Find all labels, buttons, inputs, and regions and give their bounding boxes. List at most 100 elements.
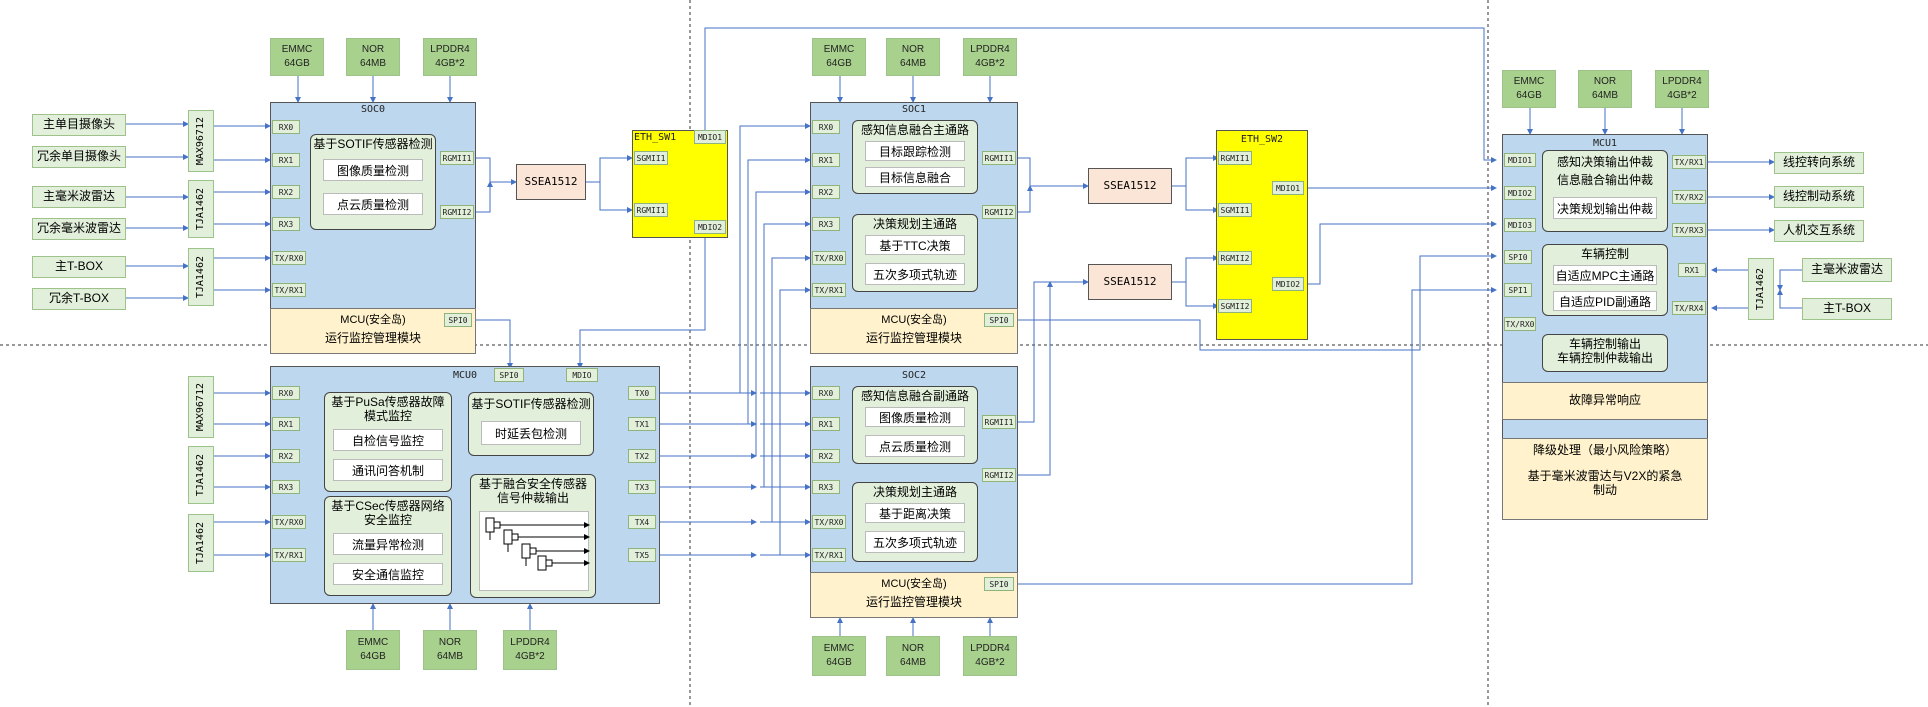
chip-tja1462-top-2: TJA1462: [188, 248, 214, 306]
soc1-nor: NOR 64MB: [886, 38, 940, 76]
chip-tja1462-top-1: TJA1462: [188, 180, 214, 238]
safety-text: 运行监控管理模块: [865, 595, 962, 609]
module-item: 五次多项式轨迹: [865, 263, 965, 285]
safety-text: 运行监控管理模块: [865, 331, 962, 345]
mcu1-port-txrx1: TX/RX1: [1672, 155, 1706, 169]
mcu0-port-rx3: RX3: [272, 480, 300, 494]
mcu0-port-tx2: TX2: [628, 449, 656, 463]
chip-label: MAX96712: [195, 382, 207, 432]
soc2-port-spi0: SPI0: [984, 577, 1014, 591]
right-input-tbox: 主T-BOX: [1802, 298, 1892, 320]
module-item: 目标信息融合: [865, 167, 965, 187]
sensor-redundant-camera: 冗余单目摄像头: [32, 146, 126, 168]
module-item: 时延丢包检测: [481, 421, 581, 445]
ssea1512-mid-bottom: SSEA1512: [1088, 264, 1172, 300]
soc2-safety-island: MCU(安全岛) 运行监控管理模块: [810, 572, 1018, 618]
mcu1-port-mdio1: MDIO1: [1504, 153, 1536, 167]
soc2-nor: NOR 64MB: [886, 636, 940, 676]
module-item: 决策规划输出仲裁: [1553, 197, 1657, 219]
mcu0-port-rx2: RX2: [272, 449, 300, 463]
soc1-port-rgmii2: RGMII2: [982, 205, 1016, 219]
mcu1-port-mdio2: MDIO2: [1504, 186, 1536, 200]
chip-tja1462-bottom-2: TJA1462: [188, 514, 214, 572]
soc1-title: SOC1: [901, 104, 927, 115]
soc0-lpddr: LPDDR4 4GB*2: [423, 38, 477, 76]
eth-sw2-port-rgmii2: RGMII2: [1218, 251, 1252, 265]
soc1-safety-island: MCU(安全岛) 运行监控管理模块: [810, 308, 1018, 354]
chip-label: TJA1462: [195, 255, 207, 299]
mcu0-lpddr: LPDDR4 4GB*2: [503, 630, 557, 670]
mcu1-lpddr: LPDDR4 4GB*2: [1655, 70, 1709, 108]
mcu1-port-spi1: SPI1: [1504, 283, 1532, 297]
output-braking: 线控制动系统: [1774, 186, 1864, 208]
soc2-port-rx2: RX2: [812, 449, 840, 463]
module-item: 车辆控制输出: [1568, 337, 1641, 351]
eth-sw1-port-mdio2: MDIO2: [694, 220, 726, 234]
soc0-port-rx1: RX1: [272, 153, 300, 167]
eth-sw1-port-mdio1: MDIO1: [694, 130, 726, 144]
mcu1-emmc: EMMC 64GB: [1502, 70, 1556, 108]
mcu0-port-rx1: RX1: [272, 417, 300, 431]
soc2-port-rgmii2: RGMII2: [982, 468, 1016, 482]
chip-label: TJA1462: [195, 521, 207, 565]
module-item: 点云质量检测: [323, 193, 423, 215]
soc1-decision-module: 决策规划主通路 基于TTC决策 五次多项式轨迹: [852, 214, 978, 292]
soc2-port-rx3: RX3: [812, 480, 840, 494]
mcu1-port-txrx0: TX/RX0: [1504, 317, 1536, 331]
module-title: 感知信息融合副通路: [860, 389, 969, 403]
module-title: 基于SOTIF传感器检测: [471, 397, 591, 411]
safety-text: 运行监控管理模块: [324, 331, 421, 345]
mcu1-fault-response: 故障异常响应: [1502, 382, 1708, 420]
module-item: 基于距离决策: [865, 503, 965, 523]
mcu1-port-txrx4: TX/RX4: [1672, 301, 1706, 315]
module-item: 安全通信监控: [333, 563, 443, 585]
mcu0-port-mdio: MDIO: [566, 368, 598, 382]
module-title: 基于PuSa传感器故障模式监控: [331, 395, 445, 423]
soc1-port-rx0: RX0: [812, 120, 840, 134]
safety-title: MCU(安全岛): [340, 314, 406, 326]
module-item: 车辆控制仲裁输出: [1556, 351, 1653, 365]
soc0-port-rx3: RX3: [272, 217, 300, 231]
mcu0-csec-module: 基于CSec传感器网络安全监控 流量异常检测 安全通信监控: [324, 496, 452, 596]
module-item: 自适应PID副通路: [1553, 291, 1657, 311]
eth-sw2-title: ETH_SW2: [1240, 134, 1284, 145]
module-item: 自检信号监控: [333, 429, 443, 451]
module-title: 感知信息融合主通路: [860, 123, 969, 137]
mcu0-sotif-module: 基于SOTIF传感器检测 时延丢包检测: [468, 392, 594, 456]
module-item: 流量异常检测: [333, 533, 443, 555]
mcu1-port-txrx3: TX/RX3: [1672, 223, 1706, 237]
module-item: 图像质量检测: [865, 407, 965, 427]
eth-sw2-port-mdio2: MDIO2: [1272, 277, 1304, 291]
eth-sw2-port-sgmii2: SGMII2: [1218, 299, 1252, 313]
soc0-safety-island: MCU(安全岛) 运行监控管理模块: [270, 308, 476, 354]
mcu0-port-txrx1: TX/RX1: [272, 548, 306, 562]
soc0-port-spi0: SPI0: [444, 313, 472, 327]
arbitration-diagram-icon: [479, 511, 590, 591]
module-item: 感知决策输出仲裁: [1556, 155, 1653, 169]
sensor-main-tbox: 主T-BOX: [32, 256, 126, 278]
module-title: 决策规划主通路: [872, 217, 957, 231]
soc0-port-rgmii2: RGMII2: [440, 205, 474, 219]
soc2-emmc: EMMC 64GB: [812, 636, 866, 676]
mcu0-port-txrx0: TX/RX0: [272, 515, 306, 529]
mcu1-arbitration-module: 感知决策输出仲裁 信息融合输出仲裁 决策规划输出仲裁: [1542, 150, 1668, 232]
chip-label: TJA1462: [1755, 267, 1767, 311]
mcu0-port-tx3: TX3: [628, 480, 656, 494]
soc0-port-rx0: RX0: [272, 120, 300, 134]
eth-sw2-port-mdio1: MDIO1: [1272, 181, 1304, 195]
safety-title: MCU(安全岛): [881, 578, 947, 590]
chip-max96712-top: MAX96712: [188, 110, 214, 172]
soc2-lpddr: LPDDR4 4GB*2: [963, 636, 1017, 676]
soc0-nor: NOR 64MB: [346, 38, 400, 76]
module-item: 图像质量检测: [323, 159, 423, 181]
module-item: 五次多项式轨迹: [865, 531, 965, 553]
mcu1-port-mdio3: MDIO3: [1504, 218, 1536, 232]
chip-label: MAX96712: [195, 116, 207, 166]
soc1-emmc: EMMC 64GB: [812, 38, 866, 76]
signal-arrows: [126, 27, 1802, 636]
soc2-port-txrx1: TX/RX1: [812, 548, 846, 562]
soc0-emmc: EMMC 64GB: [270, 38, 324, 76]
sensor-main-camera: 主单目摄像头: [32, 114, 126, 136]
